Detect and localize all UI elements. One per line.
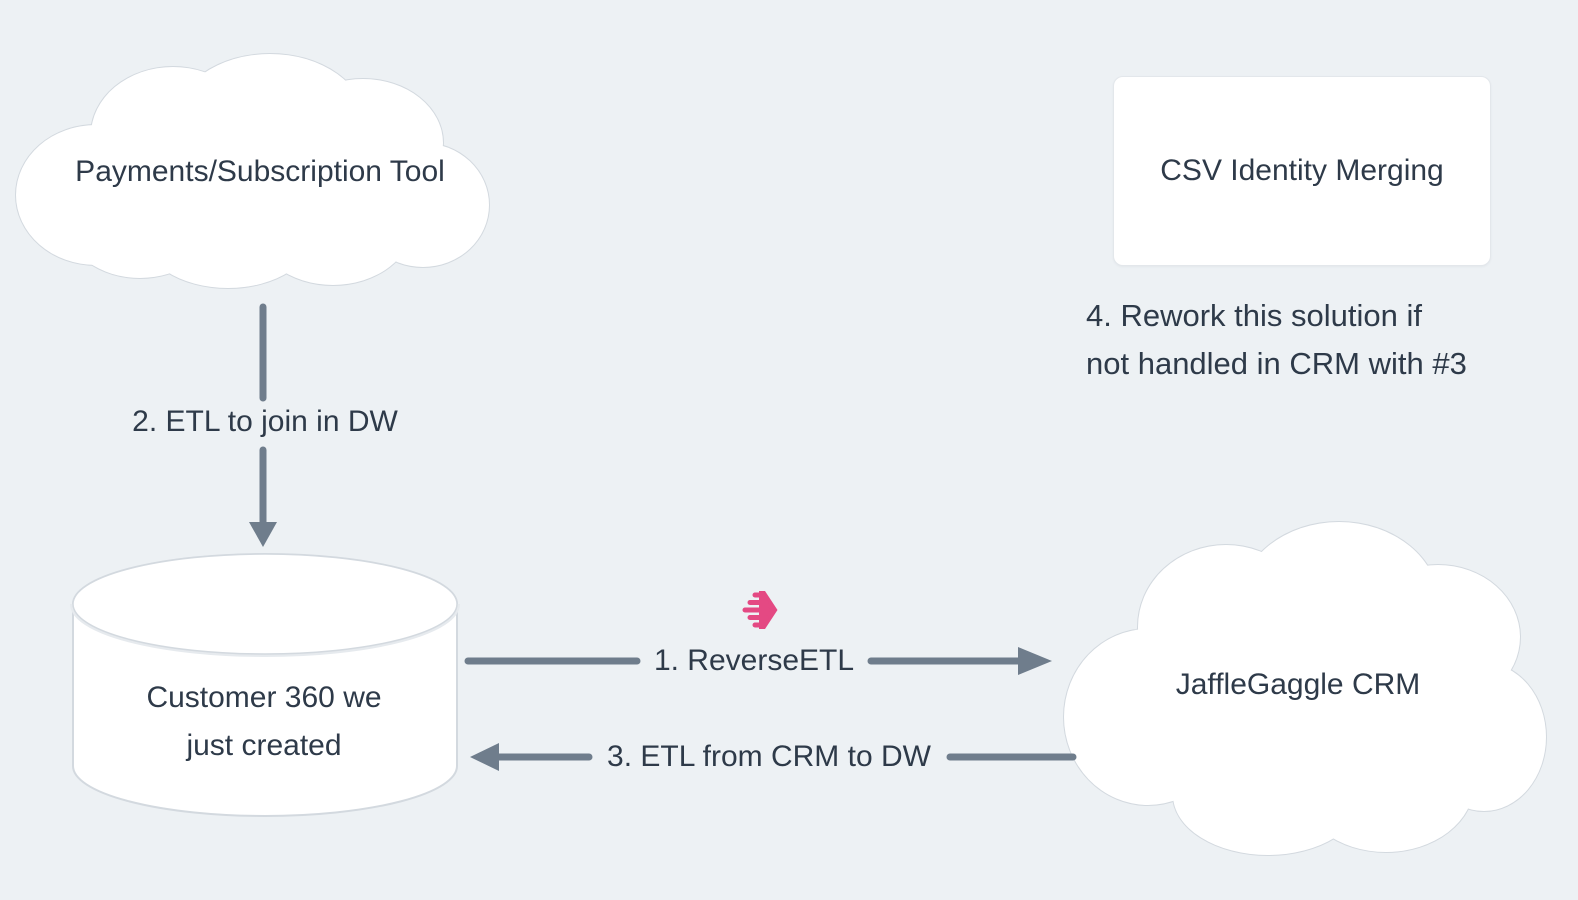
- customer360-database-shape[interactable]: [70, 551, 460, 819]
- census-logo-icon: [742, 591, 778, 629]
- reverse-etl-connector[interactable]: [464, 647, 1052, 675]
- payments-cloud-label: Payments/Subscription Tool: [75, 155, 445, 188]
- etl-from-crm-connector[interactable]: [470, 743, 1077, 771]
- etl-join-label: 2. ETL to join in DW: [132, 405, 398, 438]
- customer360-database-label: Customer 360 we just created: [146, 681, 382, 762]
- note-4-line-2: not handled in CRM with #3: [1086, 346, 1467, 381]
- csv-identity-merging-card[interactable]: CSV Identity Merging: [1113, 76, 1491, 266]
- jafflegaggle-cloud-shape[interactable]: [1056, 512, 1548, 858]
- etl-from-crm-label: 3. ETL from CRM to DW: [607, 740, 931, 773]
- csv-card-label: CSV Identity Merging: [1160, 154, 1444, 187]
- reverse-etl-label: 1. ReverseETL: [653, 644, 855, 677]
- jafflegaggle-cloud-label: JaffleGaggle CRM: [1175, 668, 1421, 701]
- etl-join-connector[interactable]: [249, 303, 277, 547]
- note-4: 4. Rework this solution if not handled i…: [1086, 292, 1467, 388]
- payments-cloud-shape[interactable]: [8, 40, 492, 292]
- note-4-line-1: 4. Rework this solution if: [1086, 298, 1422, 333]
